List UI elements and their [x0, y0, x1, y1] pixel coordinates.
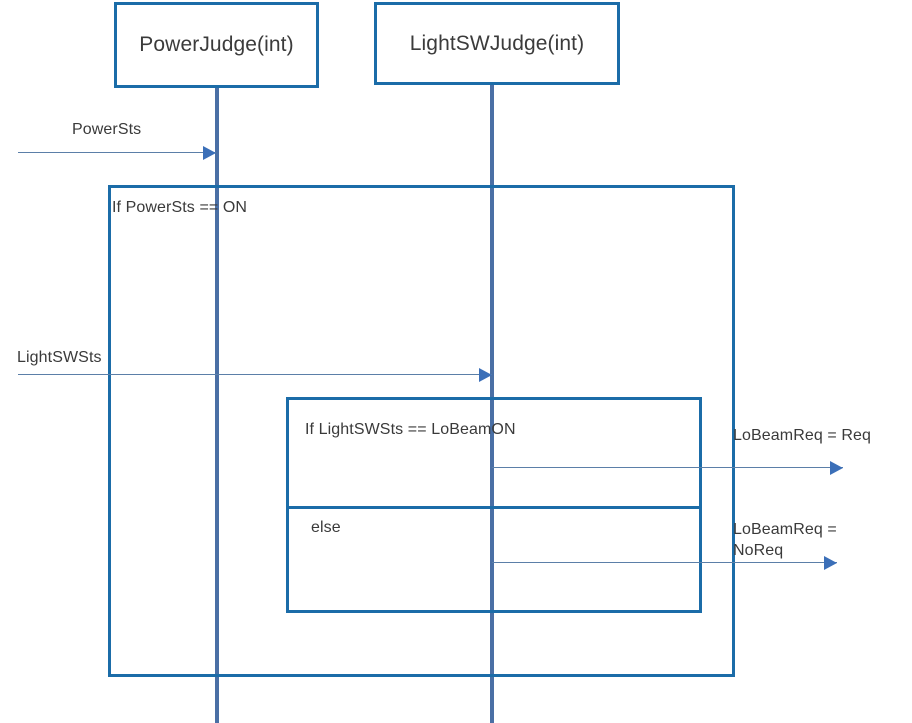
message-lightsw-sts-line: [18, 374, 492, 375]
message-power-sts-arrowhead: [203, 146, 216, 160]
lifeline-power-judge: [215, 88, 219, 723]
participant-power-judge-label: PowerJudge(int): [139, 33, 294, 56]
participant-power-judge[interactable]: PowerJudge(int): [114, 2, 319, 88]
message-lobeamreq-noreq-label-line2: NoReq: [733, 542, 784, 559]
message-lightsw-sts-arrowhead: [479, 368, 492, 382]
message-power-sts-line: [18, 152, 216, 153]
participant-lightsw-judge-label: LightSWJudge(int): [409, 31, 585, 55]
message-lobeamreq-noreq-label-line1: LoBeamReq =: [733, 521, 837, 538]
lifeline-lightsw-judge: [490, 85, 494, 723]
participant-lightsw-judge[interactable]: LightSWJudge(int): [374, 2, 620, 85]
fragment-inner-guard-label: If LightSWSts == LoBeamON: [305, 421, 516, 438]
fragment-inner-else-label: else: [311, 519, 341, 536]
message-lobeamreq-noreq-line: [492, 562, 837, 563]
message-lobeamreq-req-label: LoBeamReq = Req: [733, 427, 872, 444]
fragment-inner-if-lightsw[interactable]: [286, 397, 702, 613]
message-lobeamreq-req-line: [492, 467, 843, 468]
fragment-inner-divider: [286, 506, 702, 509]
message-power-sts-label: PowerSts: [72, 121, 142, 138]
fragment-outer-guard-label: If PowerSts == ON: [112, 199, 248, 216]
message-lobeamreq-noreq-arrowhead: [824, 556, 837, 570]
message-lightsw-sts-label: LightSWSts: [17, 349, 102, 366]
fragment-outer-if-power[interactable]: [108, 185, 735, 677]
message-lobeamreq-req-arrowhead: [830, 461, 843, 475]
